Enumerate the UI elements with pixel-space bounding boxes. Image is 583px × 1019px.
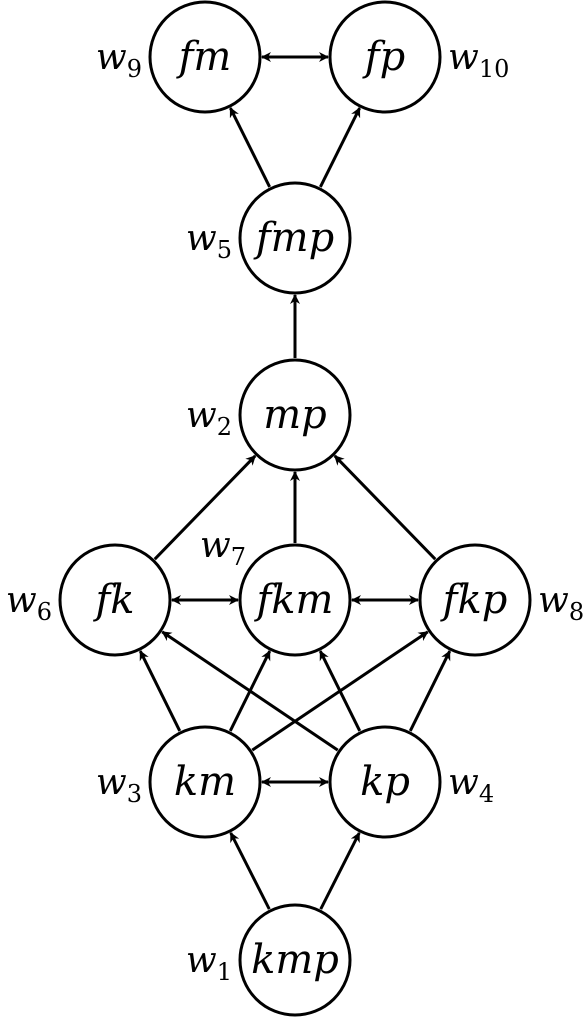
edge-kp-fkm bbox=[318, 650, 362, 732]
node-label-kp: kp bbox=[360, 759, 410, 805]
edge-fk-mp bbox=[153, 454, 257, 561]
weight-label-fkp: w8 bbox=[538, 580, 583, 626]
node-circle-fkp bbox=[418, 543, 532, 657]
weight-label-mp: w2 bbox=[186, 395, 232, 441]
node-label-km: km bbox=[174, 759, 236, 805]
edge-kmp-kp bbox=[319, 831, 361, 910]
node-fm: fm w9 bbox=[96, 0, 262, 114]
node-label-mp: mp bbox=[263, 392, 327, 438]
node-circle-fkm bbox=[238, 543, 352, 657]
node-circle-km bbox=[148, 725, 262, 839]
weight-label-kmp: w1 bbox=[186, 940, 232, 986]
node-label-fkp: fkp bbox=[440, 577, 508, 623]
weight-label-fm: w9 bbox=[96, 37, 142, 83]
node-label-fm: fm bbox=[176, 34, 232, 80]
weight-subscript: 6 bbox=[37, 598, 52, 626]
edges bbox=[138, 52, 452, 910]
weight-symbol: w bbox=[186, 395, 217, 436]
weight-subscript: 7 bbox=[231, 543, 246, 571]
weight-subscript: 4 bbox=[479, 780, 494, 808]
edge-km-fk bbox=[138, 650, 182, 732]
node-label-fkm: fkm bbox=[254, 577, 334, 623]
node-label-fk: fk bbox=[92, 577, 134, 623]
weight-symbol: w bbox=[448, 762, 479, 803]
weight-subscript: 1 bbox=[217, 958, 232, 986]
weight-subscript: 2 bbox=[217, 413, 232, 441]
edge-kp-fkp bbox=[408, 650, 452, 732]
weight-symbol: w bbox=[538, 580, 569, 621]
weight-symbol: w bbox=[186, 940, 217, 981]
weight-label-fk: w6 bbox=[6, 580, 52, 626]
node-circle-kmp bbox=[238, 903, 352, 1017]
weight-subscript: 3 bbox=[127, 780, 142, 808]
node-label-kmp: kmp bbox=[251, 937, 339, 983]
node-fp: fp w10 bbox=[328, 0, 509, 114]
weight-subscript: 5 bbox=[217, 236, 232, 264]
node-label-fmp: fmp bbox=[253, 215, 334, 261]
node-circle-kp bbox=[328, 725, 442, 839]
weight-label-fkm: w7 bbox=[200, 525, 246, 571]
edge-fmp-fm bbox=[229, 107, 271, 188]
edge-fkp-mp bbox=[333, 454, 437, 561]
edge-kmp-km bbox=[229, 831, 271, 910]
weight-label-kp: w4 bbox=[448, 762, 494, 808]
weight-subscript: 9 bbox=[127, 55, 142, 83]
weight-subscript: 8 bbox=[569, 598, 583, 626]
weight-symbol: w bbox=[96, 762, 127, 803]
weight-symbol: w bbox=[186, 218, 217, 259]
weight-label-fmp: w5 bbox=[186, 218, 232, 264]
weight-symbol: w bbox=[200, 525, 231, 566]
node-circle-fp bbox=[328, 0, 442, 114]
node-circle-fm bbox=[148, 0, 262, 114]
weight-label-fp: w10 bbox=[448, 37, 509, 83]
weight-symbol: w bbox=[96, 37, 127, 78]
node-fk: fk w6 bbox=[6, 543, 172, 657]
node-circle-fk bbox=[58, 543, 172, 657]
weight-symbol: w bbox=[448, 37, 479, 78]
edge-fmp-fp bbox=[319, 107, 361, 188]
node-km: km w3 bbox=[96, 725, 262, 839]
node-label-fp: fp bbox=[362, 34, 405, 80]
node-circle-fmp bbox=[238, 181, 352, 295]
edge-kp-fk bbox=[161, 630, 339, 752]
weight-subscript: 10 bbox=[479, 55, 510, 83]
weight-symbol: w bbox=[6, 580, 37, 621]
weight-label-km: w3 bbox=[96, 762, 142, 808]
node-circle-mp bbox=[238, 358, 352, 472]
node-mp: mp w2 bbox=[186, 358, 352, 472]
